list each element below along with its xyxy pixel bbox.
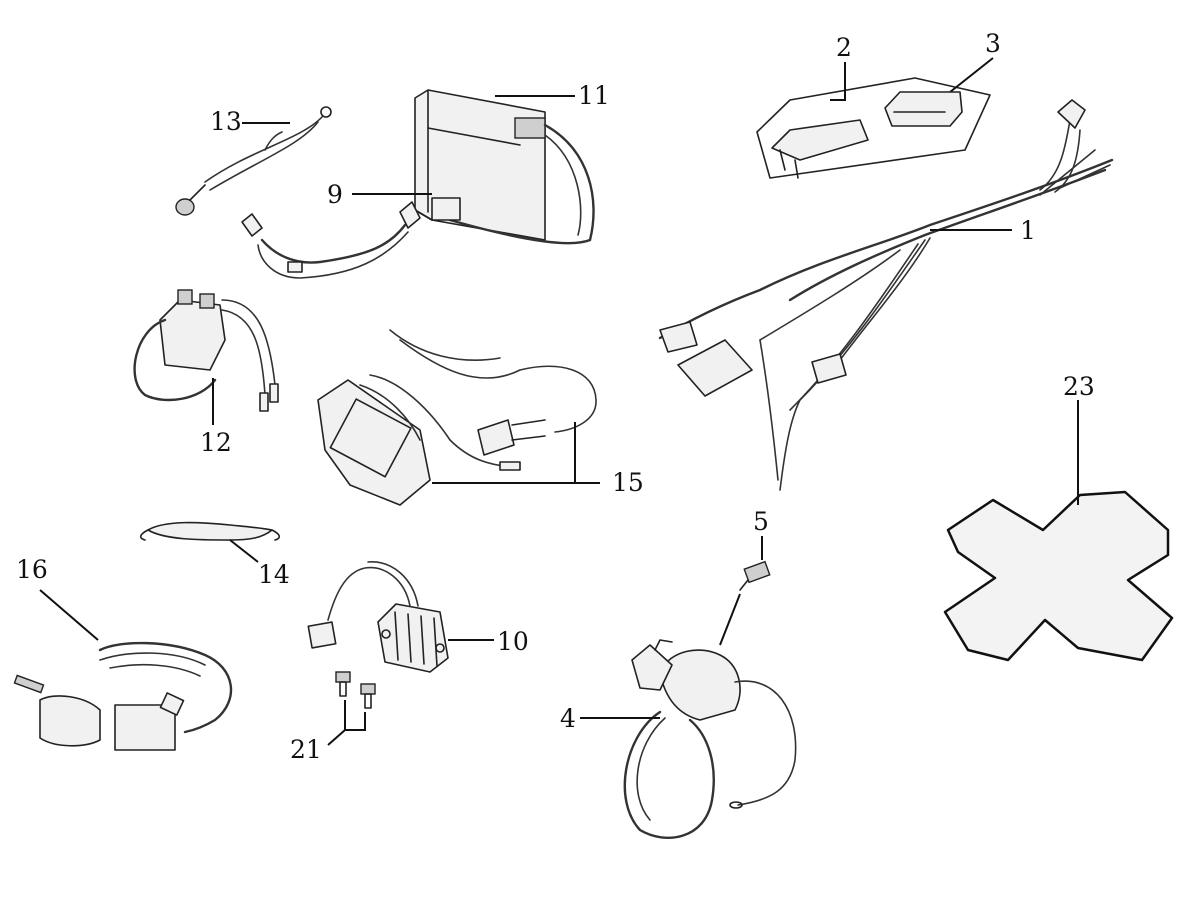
leader-line-4-screw xyxy=(719,593,741,646)
callout-3: 3 xyxy=(985,29,1001,58)
leader-line-14 xyxy=(229,539,259,563)
callout-16: 16 xyxy=(16,555,48,584)
part-10-regulator-rectifier[interactable] xyxy=(307,561,449,673)
part-2-cdi-unit[interactable] xyxy=(771,119,869,179)
callout-11: 11 xyxy=(578,81,610,110)
callout-1: 1 xyxy=(1020,216,1036,245)
part-9-connector-wire[interactable] xyxy=(241,197,461,279)
part-12-starter-relay[interactable] xyxy=(133,289,279,412)
callout-15: 15 xyxy=(612,468,644,497)
callout-2: 2 xyxy=(836,33,852,62)
callout-12: 12 xyxy=(200,428,232,457)
callout-14: 14 xyxy=(258,560,290,589)
part-23-cross-pad[interactable] xyxy=(943,490,1174,662)
callout-21: 21 xyxy=(290,735,322,764)
part-5-screw[interactable] xyxy=(739,560,771,591)
leader-line-21b xyxy=(327,729,346,746)
callout-10: 10 xyxy=(497,627,529,656)
leader-line-21 xyxy=(344,700,366,731)
callout-13: 13 xyxy=(210,107,242,136)
part-13-ground-wire[interactable] xyxy=(175,106,332,216)
part-14-rubber-strap[interactable] xyxy=(139,521,281,541)
part-15-battery-charger[interactable] xyxy=(317,329,597,506)
part-16-ignition-switch[interactable] xyxy=(13,641,233,751)
callout-23: 23 xyxy=(1063,372,1095,401)
leader-line-16 xyxy=(39,589,99,641)
callout-9: 9 xyxy=(327,180,343,209)
part-1-wiring-harness[interactable] xyxy=(658,99,1114,491)
part-3-relay[interactable] xyxy=(884,91,963,127)
part-4-ignition-coil[interactable] xyxy=(623,639,797,839)
callout-5: 5 xyxy=(753,507,769,536)
callout-4: 4 xyxy=(560,704,576,733)
part-21-bolts[interactable] xyxy=(335,671,376,709)
